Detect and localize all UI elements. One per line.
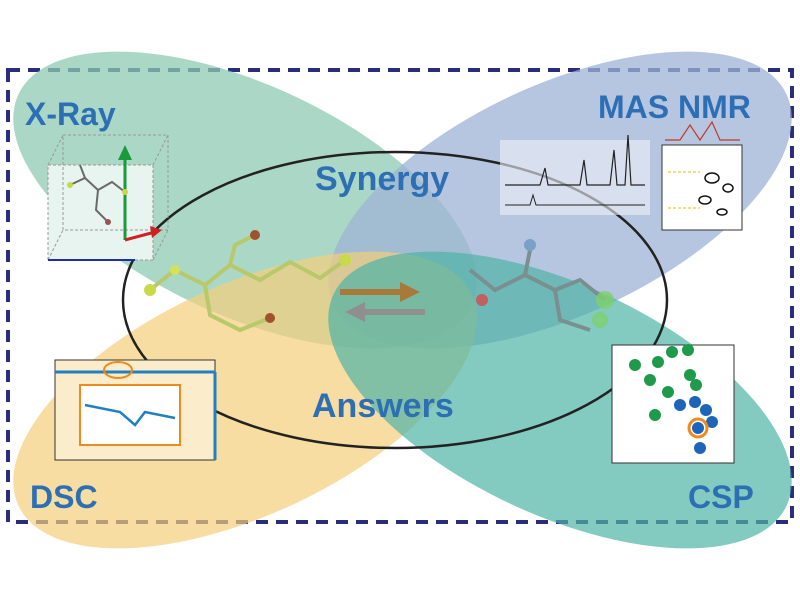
csp-point-blue	[674, 399, 686, 411]
csp-point-blue	[694, 442, 706, 454]
csp-point-blue	[700, 404, 712, 416]
csp-petal	[328, 251, 792, 549]
csp-point-green	[644, 374, 656, 386]
synergy-label: Synergy	[315, 160, 449, 198]
csp-point-green	[662, 386, 674, 398]
csp-point-green	[682, 344, 694, 356]
masnmr-label: MAS NMR	[598, 89, 751, 125]
csp-highlight-ring	[687, 417, 709, 439]
answers-label: Answers	[312, 387, 454, 425]
csp-point-blue	[706, 416, 718, 428]
dsc-thermogram-icon	[54, 359, 217, 461]
dashed-frame	[6, 68, 794, 524]
csp-point-green	[652, 356, 664, 368]
csp-label: CSP	[688, 479, 754, 515]
molecule-ball-stick-icon	[144, 230, 614, 333]
crystal-unit-cell-icon	[47, 134, 169, 261]
csp-point-green	[690, 379, 702, 391]
csp-point-blue	[692, 422, 704, 434]
csp-point-green	[649, 409, 661, 421]
csp-point-green	[629, 359, 641, 371]
csp-point-green	[684, 369, 696, 381]
synergy-ring	[121, 150, 669, 450]
xray-label: X-Ray	[25, 96, 116, 132]
exchange-arrows-icon	[340, 282, 425, 322]
csp-point-green	[666, 346, 678, 358]
csp-point-blue	[689, 396, 701, 408]
nmr-spectrum-icon	[500, 120, 743, 231]
dsc-label: DSC	[30, 479, 98, 515]
